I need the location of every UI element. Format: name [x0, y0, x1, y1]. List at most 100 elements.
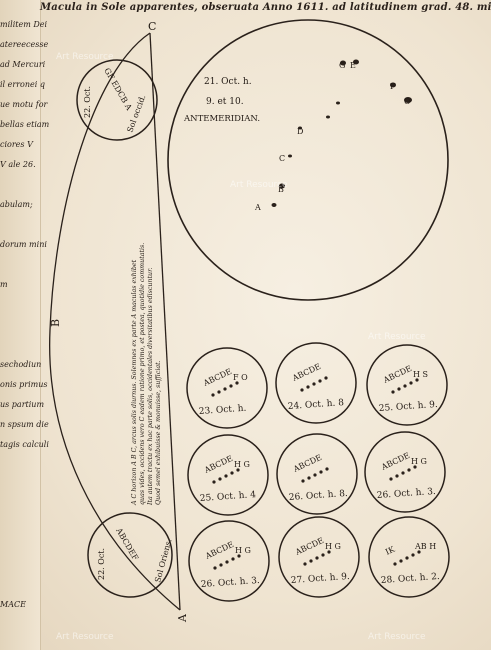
sunspot-dot: [230, 471, 234, 475]
sunspot-dot: [309, 559, 313, 563]
margin-line: il erronei q: [0, 80, 45, 89]
spot-d: D: [297, 127, 303, 136]
top-sun-date: 22. Oct.: [83, 86, 92, 118]
sunspot-dot: [417, 550, 421, 554]
sunspot-dot: [411, 553, 415, 557]
sunspot-dot: [213, 566, 217, 570]
sunspot-dot: [223, 387, 227, 391]
sun-date: 25. Oct. h. 9.: [379, 400, 439, 414]
sunspot-dot: [235, 381, 239, 385]
sun-date: 28. Oct. h. 2.: [381, 572, 441, 586]
sunspot-dot: [409, 381, 413, 385]
spot-f: F: [390, 82, 396, 91]
sunspot-dot: [318, 379, 322, 383]
margin-line: V ale 26.: [0, 160, 36, 169]
sun-extra: AB H: [414, 542, 436, 551]
sunspot-dot: [405, 556, 409, 560]
sun-date: 23. Oct. h.: [199, 404, 247, 417]
sun-disc: [187, 434, 269, 516]
sun-extra: H G: [235, 546, 251, 555]
sun-date: 25. Oct. h. 4: [200, 490, 257, 504]
sun-spot-letters: ABCDE: [202, 454, 234, 475]
caption-line-2: quas vides, occidens vero C eadem ration…: [139, 243, 146, 505]
sunspot-dot: [225, 560, 229, 564]
sun-date: 24. Oct. h. 8: [288, 398, 345, 412]
big-sun-spot-letters: G E F O D C B A: [254, 61, 411, 212]
sun-spot-letters: ABCDE: [203, 540, 235, 561]
spot-b: B: [278, 185, 284, 194]
sun-disc: [364, 431, 446, 513]
sunspot-dot: [325, 467, 329, 471]
sunspot-dot: [395, 474, 399, 478]
diurnal-arc: [49, 32, 181, 611]
spot-o: O: [404, 97, 411, 106]
margin-line: militem Dei: [0, 20, 48, 29]
watermark-5: Art Resource: [368, 632, 426, 642]
sunspot-dot: [321, 553, 325, 557]
margin-line: bellas etiam: [0, 120, 50, 129]
sun-spot-letters: IK: [384, 544, 397, 556]
sun-disc: [188, 520, 270, 602]
margin-line: n spsum die: [0, 420, 49, 429]
sun-spot-letters: ABCDE: [290, 362, 322, 383]
sun-spot-letters: ABCDE: [379, 451, 411, 472]
sunspot-dot: [401, 471, 405, 475]
sunspot-dot: [236, 468, 240, 472]
sunspot-dot: [231, 557, 235, 561]
caption-line-1: A C horizon A B C, arcus solis diurnus. …: [131, 259, 138, 506]
vertical-caption: A C horizon A B C, arcus solis diurnus. …: [131, 243, 162, 506]
sunspot-dot: [413, 465, 417, 469]
margin-line: sechodiun: [0, 360, 42, 369]
watermark-3: Art Resource: [368, 332, 426, 342]
sun-extra: H G: [325, 542, 341, 551]
sunspot-dot: [303, 562, 307, 566]
sun-spot-letters: ABCDE: [293, 536, 325, 557]
sun-spot-letters: ABCDE: [381, 364, 413, 385]
spot-c: C: [279, 154, 285, 163]
sunspot-dot: [218, 477, 222, 481]
facing-page-edge: [0, 0, 41, 650]
spot-a: A: [254, 203, 261, 212]
sun-disc: [275, 342, 357, 424]
margin-line: MACE: [0, 600, 26, 609]
sunspot-dot: [393, 562, 397, 566]
margin-line: atereecesse: [0, 40, 49, 49]
sun-spot-letters: ABCDE: [201, 367, 233, 388]
horizon-line: [149, 32, 181, 611]
sunspot-dot: [399, 559, 403, 563]
sunspot-dot: [319, 470, 323, 474]
margin-line: ad Mercuri: [0, 60, 46, 69]
bottom-small-sun: 22. Oct. Sol Oriens. ABCDEF: [87, 512, 174, 598]
margin-line: ciores V: [0, 140, 33, 149]
margin-line: dorum mini: [0, 240, 47, 249]
spot-e: E: [350, 61, 356, 70]
watermark-2: Art Resource: [230, 180, 288, 190]
spot-g: G: [339, 61, 345, 70]
caption-line-4: Quod semel exhibuisse & monuisse, suffic…: [155, 360, 162, 505]
sunspot-dot: [306, 385, 310, 389]
sunspot-dot: [224, 474, 228, 478]
small-sun-9: 28. Oct. h. 2. IK AB H: [368, 516, 450, 598]
sun-date: 27. Oct. h. 9.: [291, 572, 351, 586]
sun-disc: [366, 344, 448, 426]
sunspot-dot: [307, 476, 311, 480]
sun-date: 26. Oct. h. 3.: [201, 576, 261, 590]
sun-disc: [278, 516, 360, 598]
sunspot-dot: [312, 382, 316, 386]
margin-line: tagis calculi: [0, 440, 49, 449]
margin-line: us partium: [0, 400, 45, 409]
big-sun-date-1: 21. Oct. h.: [204, 77, 252, 87]
small-sun-5: 26. Oct. h. 8.ABCDE: [276, 433, 358, 515]
sun-disc: [186, 347, 268, 429]
sunspot-dot: [403, 384, 407, 388]
sunspot-dot: [391, 390, 395, 394]
small-sun-2: 24. Oct. h. 8 ABCDE: [275, 342, 357, 424]
sun-extra: H S: [413, 370, 428, 379]
sun-extra: H G: [234, 460, 250, 469]
sunspot-dot: [415, 378, 419, 382]
